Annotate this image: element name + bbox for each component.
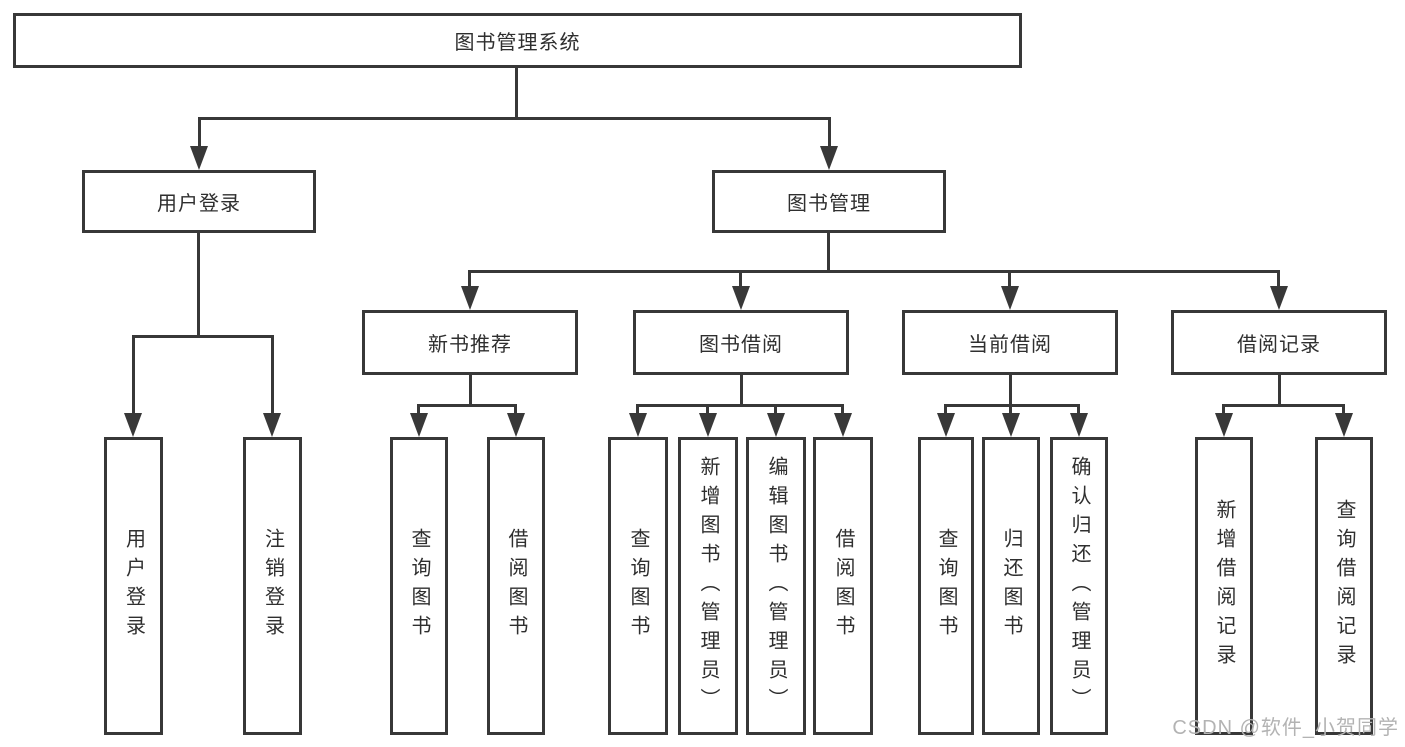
node-user-login: 用户登录: [82, 170, 316, 233]
arrow-down-icon: [1001, 286, 1019, 310]
connector-new-book-rail: [418, 404, 517, 407]
node-new-book-recommend-label: 新书推荐: [428, 334, 512, 356]
arrow-down-icon: [410, 413, 428, 437]
leaf-borrow-books: 借阅图书: [813, 437, 873, 735]
arrow-down-icon: [732, 286, 750, 310]
connector-to-leaf: [841, 404, 844, 416]
connector-to-leaf-user-login: [132, 335, 135, 416]
arrow-down-icon: [767, 413, 785, 437]
node-new-book-recommend: 新书推荐: [362, 310, 578, 375]
leaf-query-books-recommend: 查询图书: [390, 437, 448, 735]
arrow-down-icon: [834, 413, 852, 437]
connector-borrowing-records-rail: [1223, 404, 1345, 407]
arrow-down-icon: [699, 413, 717, 437]
node-user-login-label: 用户登录: [157, 193, 241, 215]
node-library-management-system: 图书管理系统: [13, 13, 1022, 68]
leaf-query-books-current-label: 查询图书: [935, 528, 957, 644]
leaf-query-books-borrowing: 查询图书: [608, 437, 668, 735]
arrow-down-icon: [1215, 413, 1233, 437]
leaf-add-borrow-record-label: 新增借阅记录: [1213, 499, 1235, 673]
connector-to-leaf: [706, 404, 709, 416]
connector-to-borrowing-records: [1277, 270, 1280, 288]
connector-to-current-borrowing: [1008, 270, 1011, 288]
arrow-down-icon: [629, 413, 647, 437]
connector-to-leaf: [944, 404, 947, 416]
leaf-query-books-recommend-label: 查询图书: [408, 528, 430, 644]
leaf-query-borrow-record-label: 查询借阅记录: [1333, 499, 1355, 673]
connector-borrowing-records-stem: [1278, 375, 1281, 406]
arrow-down-icon: [263, 413, 281, 437]
node-book-borrowing-label: 图书借阅: [699, 334, 783, 356]
arrow-down-icon: [820, 146, 838, 170]
connector-book-management-stem: [827, 233, 830, 272]
leaf-edit-books-admin-label: 编辑图书（管理员）: [765, 455, 787, 717]
connector-current-borrowing-stem: [1009, 375, 1012, 406]
arrow-down-icon: [1002, 413, 1020, 437]
leaf-edit-books-admin: 编辑图书（管理员）: [746, 437, 806, 735]
leaf-logout: 注销登录: [243, 437, 302, 735]
connector-to-leaf: [514, 404, 517, 416]
leaf-query-books-borrowing-label: 查询图书: [627, 528, 649, 644]
leaf-add-books-admin-label: 新增图书（管理员）: [697, 455, 719, 717]
arrow-down-icon: [1070, 413, 1088, 437]
node-current-borrowing-label: 当前借阅: [968, 334, 1052, 356]
watermark: CSDN @软件_小贺同学: [1172, 717, 1399, 739]
leaf-borrow-books-recommend: 借阅图书: [487, 437, 545, 735]
connector-root-stem: [515, 68, 518, 119]
connector-to-leaf: [774, 404, 777, 416]
leaf-add-books-admin: 新增图书（管理员）: [678, 437, 738, 735]
connector-to-leaf: [636, 404, 639, 416]
leaf-return-books: 归还图书: [982, 437, 1040, 735]
connector-root-rail: [198, 117, 831, 120]
arrow-down-icon: [461, 286, 479, 310]
connector-new-book-stem: [469, 375, 472, 406]
node-book-borrowing: 图书借阅: [633, 310, 849, 375]
arrow-down-icon: [1270, 286, 1288, 310]
connector-to-book-borrowing: [739, 270, 742, 288]
leaf-return-books-label: 归还图书: [1000, 528, 1022, 644]
connector-to-user-login: [198, 117, 201, 148]
node-book-management-label: 图书管理: [787, 193, 871, 215]
connector-to-book-management: [828, 117, 831, 148]
leaf-user-login-label: 用户登录: [122, 528, 145, 644]
arrow-down-icon: [124, 413, 142, 437]
leaf-borrow-books-recommend-label: 借阅图书: [505, 528, 527, 644]
leaf-query-borrow-record: 查询借阅记录: [1315, 437, 1373, 735]
leaf-query-books-current: 查询图书: [918, 437, 974, 735]
node-book-management: 图书管理: [712, 170, 946, 233]
connector-to-leaf: [417, 404, 420, 416]
leaf-add-borrow-record: 新增借阅记录: [1195, 437, 1253, 735]
arrow-down-icon: [507, 413, 525, 437]
arrow-down-icon: [1335, 413, 1353, 437]
connector-current-borrowing-rail: [945, 404, 1080, 407]
connector-user-login-stem: [197, 233, 200, 337]
connector-book-borrowing-stem: [740, 375, 743, 406]
node-borrowing-records: 借阅记录: [1171, 310, 1387, 375]
node-borrowing-records-label: 借阅记录: [1237, 334, 1321, 356]
connector-to-leaf: [1009, 404, 1012, 416]
arrow-down-icon: [190, 146, 208, 170]
leaf-confirm-return-admin-label: 确认归还（管理员）: [1068, 455, 1090, 717]
connector-book-management-rail: [469, 270, 1280, 273]
connector-to-leaf: [1342, 404, 1345, 416]
leaf-confirm-return-admin: 确认归还（管理员）: [1050, 437, 1108, 735]
arrow-down-icon: [937, 413, 955, 437]
connector-user-login-rail: [132, 335, 274, 338]
leaf-logout-label: 注销登录: [261, 528, 284, 644]
connector-to-leaf-logout: [271, 335, 274, 416]
node-library-management-system-label: 图书管理系统: [454, 32, 581, 54]
leaf-user-login: 用户登录: [104, 437, 163, 735]
connector-to-new-book-recommend: [468, 270, 471, 288]
leaf-borrow-books-label: 借阅图书: [832, 528, 854, 644]
connector-to-leaf: [1077, 404, 1080, 416]
connector-to-leaf: [1222, 404, 1225, 416]
connector-book-borrowing-rail: [637, 404, 844, 407]
node-current-borrowing: 当前借阅: [902, 310, 1118, 375]
